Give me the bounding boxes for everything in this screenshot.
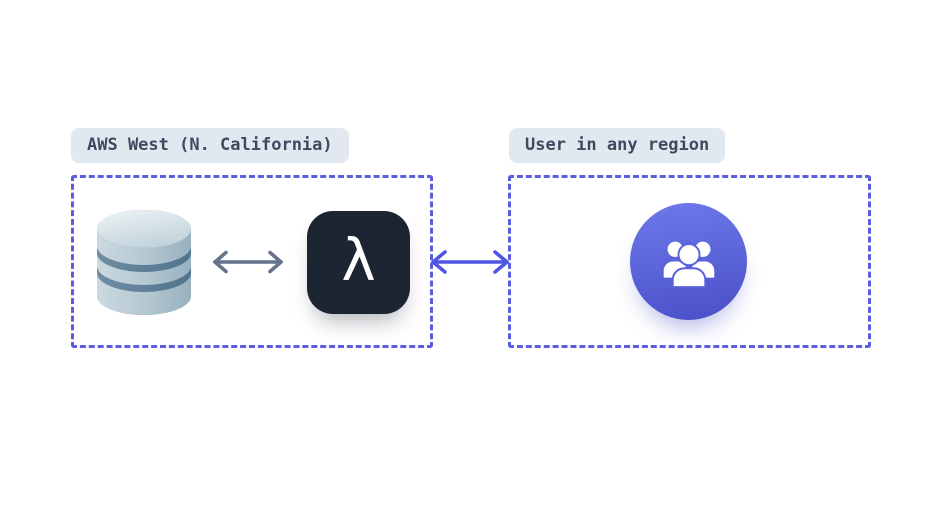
region-boundary-user-any-region <box>508 175 871 348</box>
users-icon <box>630 203 747 320</box>
database-icon <box>93 208 195 318</box>
lambda-icon: λ <box>307 211 410 314</box>
region-label-user-any-region: User in any region <box>509 128 726 163</box>
cross-region-bidirectional-arrow-icon <box>431 250 509 274</box>
region-label-aws-west: AWS West (N. California) <box>71 128 349 163</box>
db-lambda-bidirectional-arrow-icon <box>213 250 283 274</box>
lambda-glyph: λ <box>341 225 376 294</box>
